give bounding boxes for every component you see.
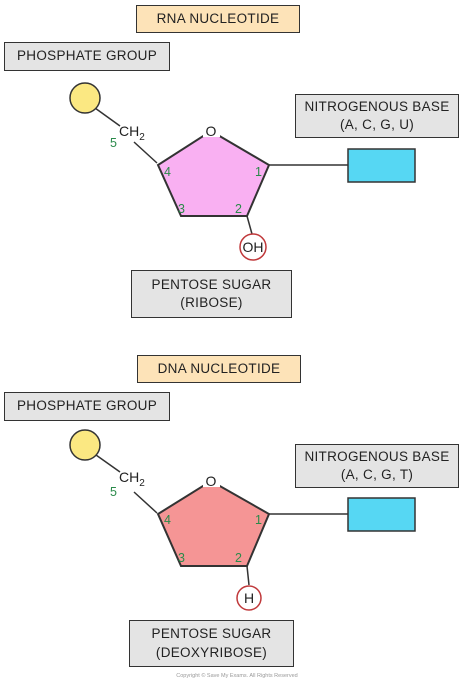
dna-carbon-3: 3: [178, 551, 185, 565]
rna-c2-bond: [246, 215, 253, 235]
rna-sugar-label: PENTOSE SUGAR (RIBOSE): [131, 270, 292, 318]
dna-carbon-1: 1: [255, 513, 262, 527]
dna-sugar-label: PENTOSE SUGAR (DEOXYRIBOSE): [129, 620, 294, 667]
rna-phosphate-label: PHOSPHATE GROUP: [4, 42, 170, 71]
dna-sugar-label-line1: PENTOSE SUGAR: [151, 626, 272, 642]
rna-carbon-3: 3: [178, 202, 185, 216]
dna-base-rect: [347, 497, 416, 532]
rna-nucleotide: O CH2 5 4 3 2 1 OH: [69, 82, 416, 261]
rna-base-label-line2: (A, C, G, U): [339, 117, 415, 132]
rna-oh-circle: [239, 233, 267, 261]
rna-c2-group: OH: [243, 239, 264, 255]
rna-sugar-label-line1: PENTOSE SUGAR: [151, 276, 272, 292]
rna-carbon-2: 2: [235, 202, 242, 216]
dna-carbon-4: 4: [164, 513, 171, 527]
rna-carbon-4: 4: [164, 165, 171, 179]
rna-base-rect: [347, 148, 416, 183]
rna-title: RNA NUCLEOTIDE: [136, 5, 300, 33]
rna-phosphate-circle: [69, 82, 101, 114]
dna-h-circle: [236, 585, 262, 611]
rna-ch2-bond: [133, 141, 158, 164]
rna-base-label-line1: NITROGENOUS BASE: [304, 98, 450, 114]
dna-ch2-bond: [133, 491, 158, 514]
dna-base-label-line1: NITROGENOUS BASE: [304, 448, 450, 464]
rna-sugar-label-line2: (RIBOSE): [180, 295, 243, 310]
rna-phosphate-label-text: PHOSPHATE GROUP: [16, 48, 158, 64]
rna-base-label: NITROGENOUS BASE (A, C, G, U): [295, 94, 459, 138]
dna-ch2-subscript: 2: [139, 478, 145, 489]
rna-phosphate-bond: [94, 107, 121, 127]
dna-phosphate-label: PHOSPHATE GROUP: [4, 392, 170, 421]
dna-ch2-text: CH2: [119, 469, 145, 489]
rna-ch2-text: CH2: [119, 123, 145, 143]
rna-ring-oxygen: O: [206, 123, 217, 139]
dna-ch2-main: CH: [119, 469, 139, 485]
dna-phosphate-bond: [95, 454, 121, 473]
dna-carbon-5: 5: [110, 485, 117, 499]
dna-nucleotide: O CH2 5 4 3 2 1 H: [69, 429, 416, 611]
rna-oxygen-bg: [203, 121, 220, 137]
dna-title: DNA NUCLEOTIDE: [137, 355, 301, 383]
rna-sugar-ring: [156, 129, 271, 217]
dna-phosphate-label-text: PHOSPHATE GROUP: [16, 398, 158, 414]
dna-base-label: NITROGENOUS BASE (A, C, G, T): [295, 444, 459, 488]
rna-carbon-1: 1: [255, 165, 262, 179]
dna-sugar-label-line2: (DEOXYRIBOSE): [155, 644, 268, 660]
dna-c2-group: H: [244, 590, 254, 606]
copyright-notice: Copyright © Save My Exams. All Rights Re…: [176, 673, 298, 679]
dna-base-label-line2: (A, C, G, T): [340, 467, 414, 482]
dna-oxygen-bg: [203, 471, 220, 487]
rna-ch2-main: CH: [119, 123, 139, 139]
dna-phosphate-circle: [69, 429, 101, 461]
dna-c2-bond: [246, 565, 250, 586]
dna-carbon-2: 2: [235, 551, 242, 565]
rna-carbon-5: 5: [110, 136, 117, 150]
rna-ch2-subscript: 2: [139, 132, 145, 143]
dna-sugar-ring: [156, 479, 271, 567]
rna-title-text: RNA NUCLEOTIDE: [156, 10, 280, 26]
dna-ring-oxygen: O: [206, 473, 217, 489]
dna-title-text: DNA NUCLEOTIDE: [157, 360, 281, 376]
